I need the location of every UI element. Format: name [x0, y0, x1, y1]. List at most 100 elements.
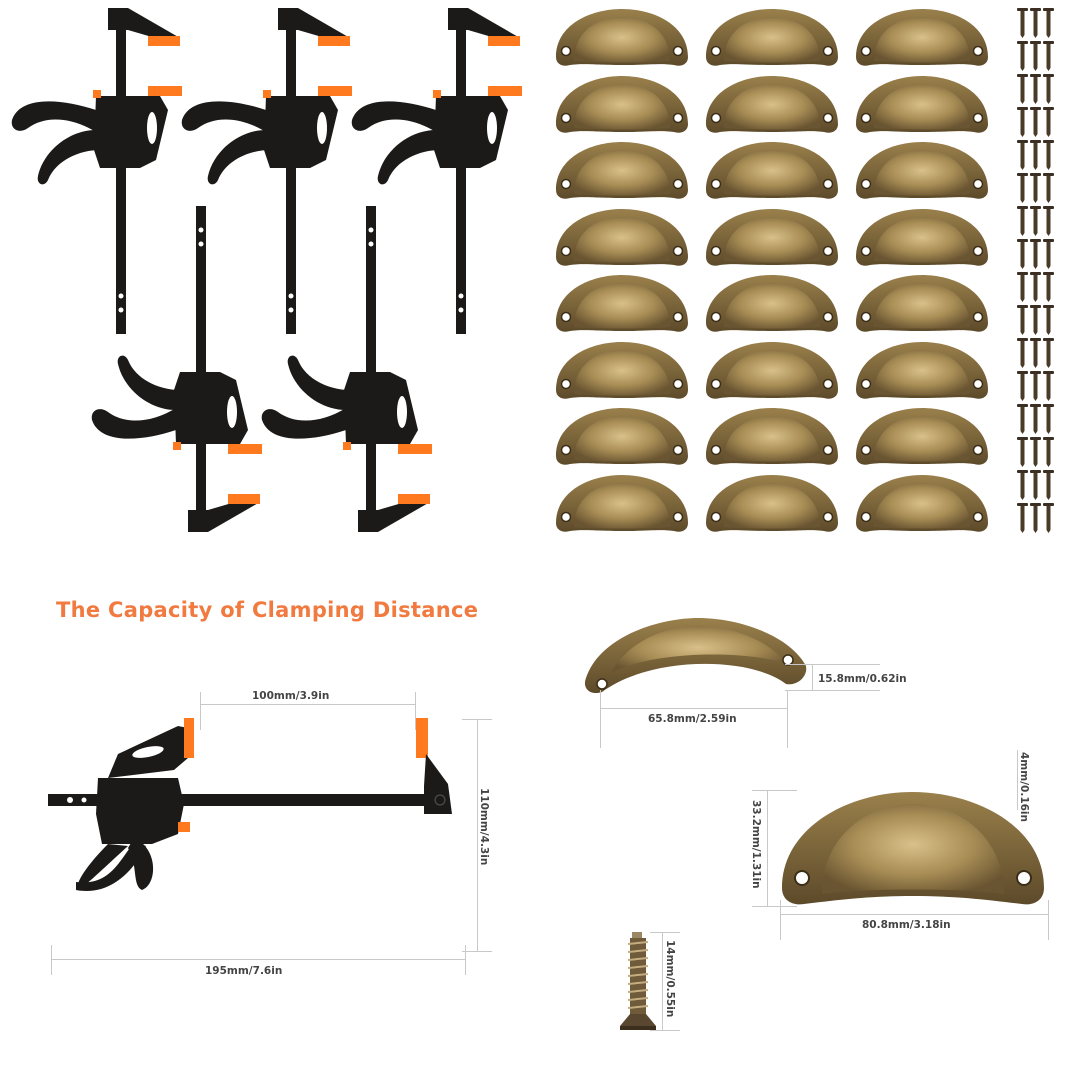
- cup-handle-item: [700, 271, 845, 338]
- dimension-line: [752, 906, 797, 907]
- small-handle-width-label: 65.8mm/2.59in: [648, 713, 737, 725]
- clamp-product-group: [0, 0, 540, 540]
- screw-icon: [1017, 503, 1028, 533]
- screw-item: [1017, 371, 1028, 404]
- screw-item: [1030, 371, 1041, 404]
- cup-handle-icon: [555, 8, 689, 67]
- cup-handle-icon: [705, 340, 839, 399]
- screw-icon: [1017, 239, 1028, 269]
- screw-icon: [1043, 41, 1054, 71]
- dimension-line: [767, 790, 768, 906]
- screw-item: [1030, 41, 1041, 74]
- screw-item: [1017, 437, 1028, 470]
- screw-icon: [1030, 239, 1041, 269]
- cup-handle-icon: [705, 473, 839, 532]
- screw-icon: [1043, 371, 1054, 401]
- cup-handle-icon: [555, 207, 689, 266]
- cup-handle-icon: [705, 141, 839, 200]
- screw-icon: [1030, 437, 1041, 467]
- screw-item: [1030, 272, 1041, 305]
- cup-handle-item: [700, 5, 845, 72]
- large-handle-thickness-label: 4mm/0.16in: [1018, 752, 1030, 823]
- screw-item: [1030, 404, 1041, 437]
- dimension-line: [51, 945, 52, 975]
- screw-icon: [1030, 272, 1041, 302]
- dimension-line: [1017, 750, 1018, 810]
- screw-item: [1017, 140, 1028, 173]
- screw-item: [1030, 470, 1041, 503]
- cup-handle-item: [850, 271, 995, 338]
- screw-item: [1043, 206, 1054, 239]
- screw-item: [1017, 338, 1028, 371]
- screw-item: [1030, 239, 1041, 272]
- screw-icon: [1017, 305, 1028, 335]
- cup-handle-item: [700, 138, 845, 205]
- cup-handle-grid: [550, 5, 995, 537]
- cup-handle-icon: [855, 473, 989, 532]
- cup-handle-item: [550, 338, 695, 405]
- cup-handle-icon: [855, 8, 989, 67]
- cup-handle-item: [550, 72, 695, 139]
- cup-handle-icon: [705, 407, 839, 466]
- clamping-distance-title: The Capacity of Clamping Distance: [56, 598, 479, 622]
- cup-handle-item: [550, 5, 695, 72]
- screw-item: [1030, 107, 1041, 140]
- dimension-line: [462, 951, 492, 952]
- dimension-line: [1048, 900, 1049, 940]
- cup-handle-item: [850, 5, 995, 72]
- cup-handle-item: [550, 471, 695, 538]
- screw-item: [1030, 503, 1041, 536]
- screw-icon: [1030, 305, 1041, 335]
- screw-grid: [1017, 8, 1054, 536]
- screw-icon: [1017, 41, 1028, 71]
- handle-dimension-diagram: 15.8mm/0.62in 65.8mm/2.59in 33.2mm/1.31i…: [540, 580, 1080, 1060]
- screw-icon: [1043, 272, 1054, 302]
- cup-handle-item: [700, 404, 845, 471]
- clamp-dimension-diagram: 100mm/3.9in 110mm/4.3in 195mm/7.6in: [0, 640, 540, 1000]
- screw-item: [1030, 305, 1041, 338]
- screw-item: [1043, 8, 1054, 41]
- screw-item: [1043, 503, 1054, 536]
- dimension-line: [200, 692, 201, 730]
- screw-detail-icon: [620, 932, 656, 1030]
- screw-icon: [1030, 371, 1041, 401]
- screw-item: [1043, 140, 1054, 173]
- cup-handle-item: [850, 205, 995, 272]
- cup-handle-item: [550, 205, 695, 272]
- dimension-line: [650, 1030, 680, 1031]
- screw-icon: [1043, 206, 1054, 236]
- clamp-length-label: 195mm/7.6in: [205, 965, 283, 977]
- cup-handle-item: [550, 138, 695, 205]
- dimension-line: [752, 790, 797, 791]
- screw-icon: [1043, 437, 1054, 467]
- cup-handle-item: [550, 404, 695, 471]
- dimension-line: [785, 664, 880, 665]
- screw-icon: [1017, 206, 1028, 236]
- screw-icon: [1043, 239, 1054, 269]
- screw-item: [1017, 41, 1028, 74]
- screw-item: [1030, 173, 1041, 206]
- screw-item: [1017, 107, 1028, 140]
- cup-handle-item: [850, 471, 995, 538]
- screw-icon: [1017, 437, 1028, 467]
- cup-handle-item: [700, 72, 845, 139]
- dimension-line: [787, 690, 788, 748]
- dimension-line: [650, 932, 680, 933]
- clamp-side-view-icon: [48, 718, 452, 891]
- clamp-icon: [91, 206, 262, 532]
- dimension-line: [812, 664, 813, 690]
- screw-item: [1043, 404, 1054, 437]
- cup-handle-icon: [855, 274, 989, 333]
- screw-item: [1017, 305, 1028, 338]
- large-handle-width-label: 80.8mm/3.18in: [862, 919, 951, 931]
- cup-handle-icon: [855, 141, 989, 200]
- cup-handle-icon: [555, 141, 689, 200]
- screw-item: [1017, 74, 1028, 107]
- screw-icon: [1017, 74, 1028, 104]
- screw-item: [1017, 8, 1028, 41]
- dimension-line: [51, 959, 465, 960]
- cup-handle-icon: [705, 274, 839, 333]
- cup-handle-item: [850, 338, 995, 405]
- screw-item: [1030, 74, 1041, 107]
- screw-icon: [1043, 8, 1054, 38]
